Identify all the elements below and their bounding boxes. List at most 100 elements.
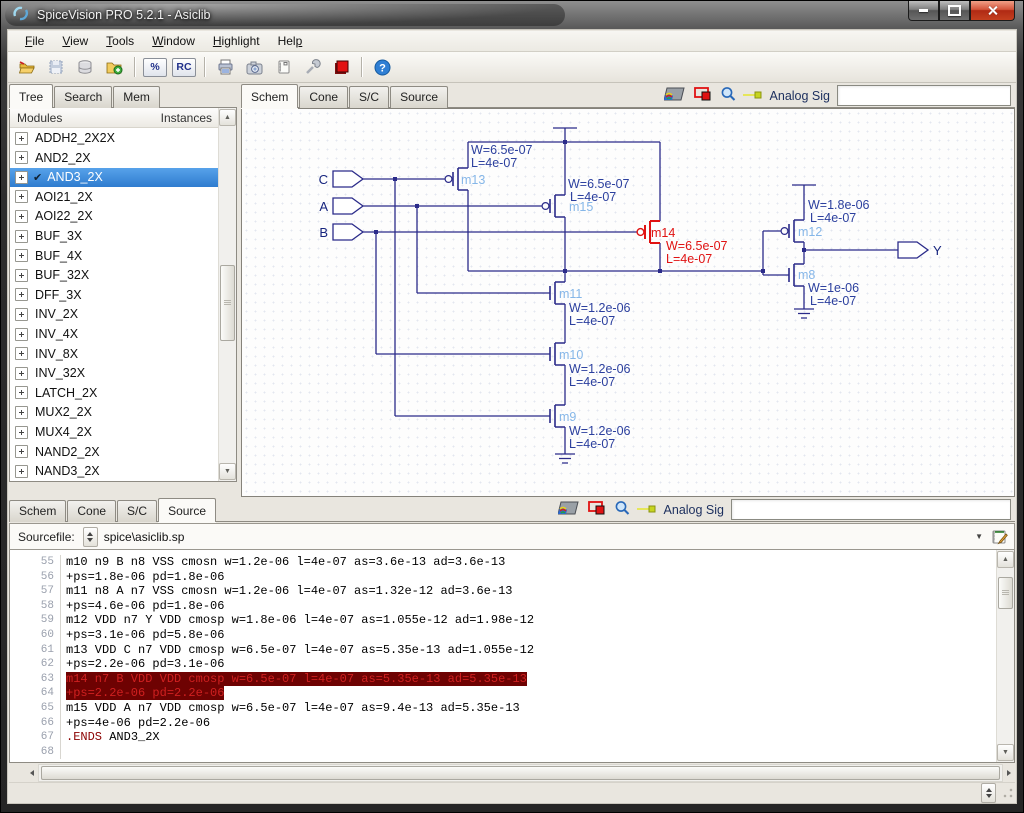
expand-plus-icon[interactable] <box>15 445 28 458</box>
tab-source-bottom[interactable]: Source <box>158 498 216 522</box>
spin-up-icon[interactable] <box>986 788 992 792</box>
menu-help[interactable]: Help <box>269 32 312 50</box>
expand-plus-icon[interactable] <box>15 249 28 262</box>
minimize-button[interactable] <box>908 1 939 21</box>
menu-highlight[interactable]: Highlight <box>204 32 269 50</box>
tree-row[interactable]: NAND3_2X <box>10 461 218 481</box>
source-scrollbar[interactable]: ▲ ▼ <box>996 550 1014 762</box>
expand-plus-icon[interactable] <box>15 288 28 301</box>
menu-file[interactable]: File <box>16 32 53 50</box>
instance-label-m8[interactable]: m8 <box>798 268 815 282</box>
report-button[interactable] <box>270 54 296 80</box>
tree-row[interactable]: NAND2_2X <box>10 442 218 462</box>
menu-view[interactable]: View <box>53 32 97 50</box>
modules-column-header[interactable]: Modules <box>10 111 161 125</box>
port-a[interactable] <box>333 198 363 214</box>
scroll-down-icon[interactable]: ▼ <box>997 744 1014 761</box>
port-c[interactable] <box>333 171 363 187</box>
instance-label-m10[interactable]: m10 <box>559 348 583 362</box>
zoom-button[interactable] <box>614 500 630 519</box>
menu-window[interactable]: Window <box>143 32 204 50</box>
tree-row[interactable]: INV_32X <box>10 363 218 383</box>
source-line[interactable]: 60+ps=3.1e-06 pd=5.8e-06 <box>10 628 996 643</box>
tree-column-headers[interactable]: Modules Instances <box>10 108 218 128</box>
analog-sig-input[interactable] <box>731 499 1011 520</box>
tree-row[interactable]: INV_4X <box>10 324 218 344</box>
tree-row[interactable]: BUF_3X <box>10 226 218 246</box>
source-line[interactable]: 57m11 n8 A n7 VSS cmosn w=1.2e-06 l=4e-0… <box>10 584 996 599</box>
snapshot-button[interactable] <box>241 54 267 80</box>
source-line[interactable]: 55m10 n9 B n8 VSS cmosn w=1.2e-06 l=4e-0… <box>10 555 996 570</box>
expand-plus-icon[interactable] <box>15 386 28 399</box>
expand-plus-icon[interactable] <box>15 367 28 380</box>
expand-plus-icon[interactable] <box>15 171 28 184</box>
settings-button[interactable] <box>299 54 325 80</box>
print-button[interactable] <box>212 54 238 80</box>
add-folder-button[interactable] <box>101 54 127 80</box>
expand-plus-icon[interactable] <box>15 308 28 321</box>
expand-plus-icon[interactable] <box>15 190 28 203</box>
port-y[interactable] <box>898 242 928 258</box>
tree-row[interactable]: DFF_3X <box>10 285 218 305</box>
tree-row[interactable]: BUF_32X <box>10 265 218 285</box>
tree-row-selected[interactable]: ✔AND3_2X <box>10 168 218 188</box>
port-b[interactable] <box>333 224 363 240</box>
tree-row[interactable]: AND2_2X <box>10 148 218 168</box>
highlight-box-button[interactable] <box>587 500 607 519</box>
instance-label-m12[interactable]: m12 <box>798 225 822 239</box>
source-line[interactable]: 67.ENDS AND3_2X <box>10 730 996 745</box>
save-button[interactable] <box>43 54 69 80</box>
instance-label-m14[interactable]: m14 <box>651 226 675 240</box>
expand-plus-icon[interactable] <box>15 269 28 282</box>
close-button[interactable] <box>970 1 1015 21</box>
tab-search[interactable]: Search <box>54 86 112 108</box>
tab-schem-bottom[interactable]: Schem <box>9 500 66 522</box>
instance-label-m9[interactable]: m9 <box>559 410 576 424</box>
expand-plus-icon[interactable] <box>15 328 28 341</box>
source-line[interactable]: 62+ps=2.2e-06 pd=3.1e-06 <box>10 657 996 672</box>
source-line[interactable]: 56+ps=1.8e-06 pd=1.8e-06 <box>10 570 996 585</box>
tree-scrollbar-thumb[interactable] <box>220 265 235 341</box>
tab-tree[interactable]: Tree <box>9 84 53 108</box>
expand-plus-icon[interactable] <box>15 230 28 243</box>
analog-sig-input[interactable] <box>837 85 1011 106</box>
resize-grip[interactable] <box>1002 787 1014 799</box>
tree-row[interactable]: BUF_4X <box>10 246 218 266</box>
transistor-m15[interactable] <box>542 195 565 217</box>
expand-plus-icon[interactable] <box>15 132 28 145</box>
expand-plus-icon[interactable] <box>15 406 28 419</box>
tree-row[interactable]: MUX2_2X <box>10 403 218 423</box>
source-line[interactable]: 68 <box>10 745 996 760</box>
tab-cone-bottom[interactable]: Cone <box>67 500 116 522</box>
status-spinner[interactable] <box>981 783 996 803</box>
schematic-canvas[interactable]: C A B Y m13 m15 m12 m8 m11 m10 m9 m <box>241 108 1015 497</box>
tab-schem[interactable]: Schem <box>241 84 298 108</box>
tab-cone[interactable]: Cone <box>299 86 348 108</box>
tree-row[interactable]: INV_2X <box>10 305 218 325</box>
scroll-left-icon[interactable] <box>30 770 34 776</box>
highlight-box-button[interactable] <box>693 86 713 105</box>
tree-row[interactable]: AOI21_2X <box>10 187 218 207</box>
tree-row[interactable]: AOI22_2X <box>10 207 218 227</box>
tab-mem[interactable]: Mem <box>113 86 160 108</box>
scroll-down-icon[interactable]: ▼ <box>219 463 236 480</box>
source-line-highlighted[interactable]: 63m14 n7 B VDD VDD cmosp w=6.5e-07 l=4e-… <box>10 672 996 687</box>
source-line[interactable]: 58+ps=4.6e-06 pd=1.8e-06 <box>10 599 996 614</box>
tab-source[interactable]: Source <box>390 86 448 108</box>
instances-column-header[interactable]: Instances <box>161 111 218 125</box>
source-line[interactable]: 59m12 VDD n7 Y VDD cmosp w=1.8e-06 l=4e-… <box>10 613 996 628</box>
tree-row[interactable]: MUX4_2X <box>10 422 218 442</box>
stop-button[interactable] <box>328 54 354 80</box>
source-line-highlighted[interactable]: 64+ps=2.2e-06 pd=2.2e-06 <box>10 686 996 701</box>
sourcefile-value[interactable]: spice\asiclib.sp <box>104 530 975 544</box>
source-line[interactable]: 66+ps=4e-06 pd=2.2e-06 <box>10 716 996 731</box>
sourcefile-dropdown-icon[interactable]: ▼ <box>975 532 983 541</box>
scroll-up-icon[interactable]: ▲ <box>997 551 1014 568</box>
horizontal-scrollbar[interactable] <box>9 764 1015 782</box>
tree-row[interactable]: LATCH_2X <box>10 383 218 403</box>
maximize-button[interactable] <box>939 1 970 21</box>
expand-plus-icon[interactable] <box>15 465 28 478</box>
spin-down-icon[interactable] <box>986 794 992 798</box>
spin-down-icon[interactable] <box>87 538 93 542</box>
zoom-button[interactable] <box>720 86 736 105</box>
